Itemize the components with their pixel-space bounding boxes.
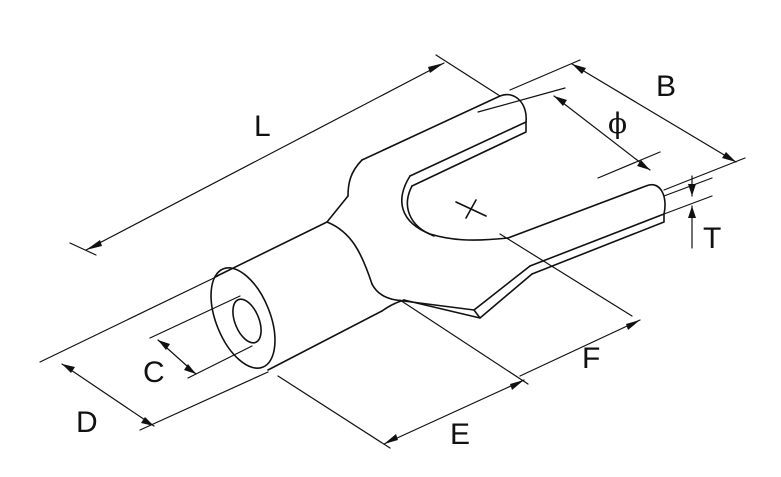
upper-prong — [361, 93, 527, 177]
dim-label-F: F — [582, 342, 601, 375]
neck — [326, 159, 405, 312]
dim-label-E: E — [450, 418, 471, 451]
upper-prong-thickness — [411, 121, 527, 187]
dim-label-phi: ϕ — [608, 107, 628, 140]
dim-B — [509, 59, 746, 191]
dim-label-B: B — [656, 70, 677, 103]
barrel-back-curve — [326, 221, 373, 285]
barrel-bottom-edge — [267, 310, 383, 371]
centre-mark-v — [465, 199, 477, 219]
arrowheads — [62, 63, 736, 444]
dim-label-C: C — [143, 356, 165, 389]
dim-label-T: T — [703, 222, 722, 255]
barrel-end-outer — [210, 267, 276, 369]
barrel — [210, 221, 383, 371]
dim-label-D: D — [76, 406, 98, 439]
dim-label-L: L — [254, 110, 271, 143]
dim-phi — [477, 87, 661, 179]
dimension-lines — [39, 54, 746, 449]
dim-E — [277, 299, 529, 449]
slot-curve — [401, 175, 509, 241]
dim-F — [499, 233, 641, 377]
dim-L — [69, 54, 501, 256]
barrel-bore — [232, 298, 262, 344]
barrel-top-edge — [216, 221, 328, 277]
dim-C — [149, 295, 253, 379]
dim-D — [39, 275, 269, 431]
